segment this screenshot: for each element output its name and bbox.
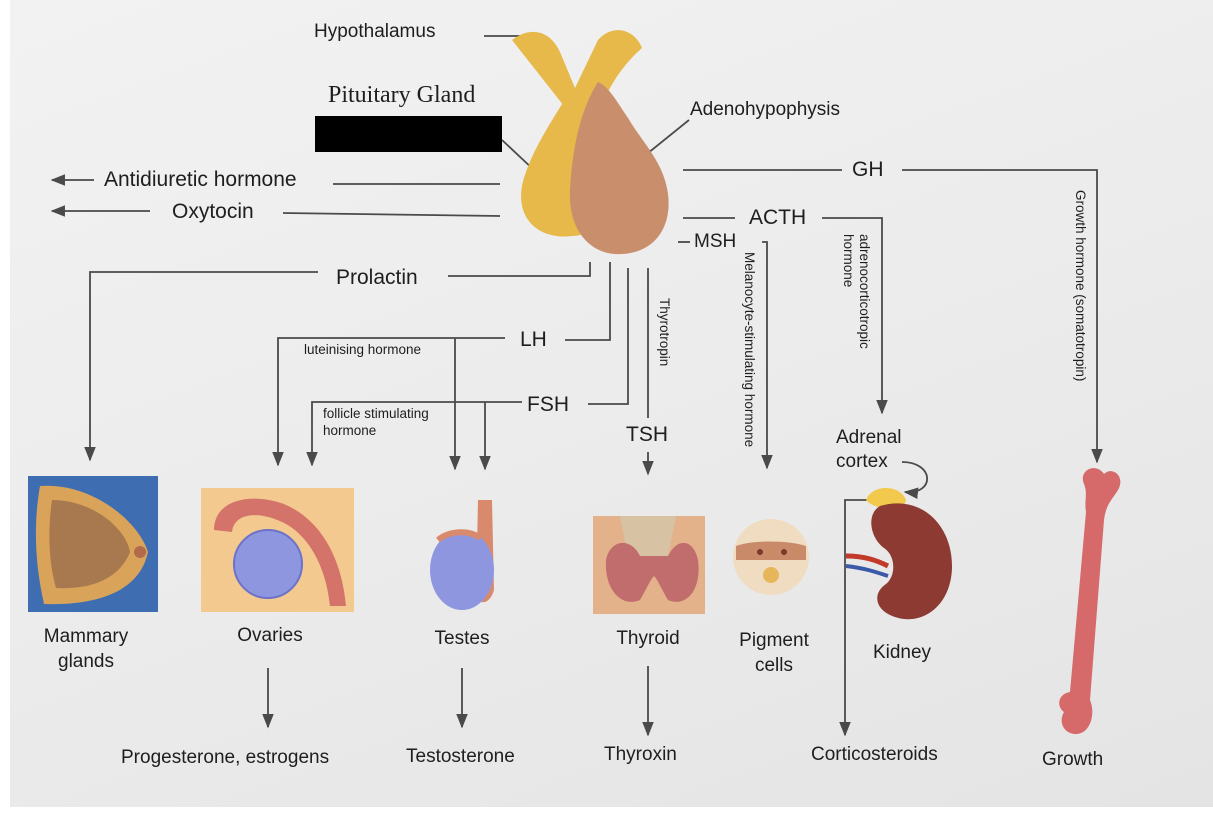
growth-output: Growth [1042, 749, 1104, 770]
testis-image [430, 500, 494, 610]
pigment-cells-label-line2: cells [754, 655, 793, 676]
adrenal-cortex-label-line1: Adrenal [836, 427, 902, 448]
corticosteroids-output: Corticosteroids [811, 744, 938, 765]
msh-line [761, 241, 773, 470]
thyrotropin-label: Thyrotropin [657, 298, 672, 367]
adenohypophysis-label: Adenohypophysis [690, 99, 840, 120]
msh-label: MSH [694, 231, 737, 252]
adrenal-curve [901, 461, 929, 500]
fsh-label: FSH [527, 393, 569, 416]
pigment-image [733, 519, 809, 595]
prolactin-line [448, 262, 591, 277]
adrenal-output-arrow [839, 499, 870, 737]
bone-image [1059, 468, 1121, 734]
mammary-image [28, 476, 158, 612]
gh-label: GH [852, 158, 884, 181]
adrenal-cortex-label-line2: cortex [836, 451, 888, 472]
luteinising-hormone-label: luteinising hormone [304, 342, 422, 357]
anterior-lobe [569, 82, 669, 255]
fsh-line [588, 268, 629, 405]
acth-label: ACTH [749, 206, 807, 229]
lh-branch [272, 337, 505, 467]
follicle-stimulating-label-line2: hormone [323, 423, 377, 438]
acth-full-label-line2: hormone [841, 234, 856, 288]
thyroid-image [593, 516, 705, 614]
oxytocin-line [282, 212, 501, 217]
growth-hormone-label: Growth hormone (somatotropin) [1073, 190, 1088, 382]
ovaries-label: Ovaries [237, 625, 303, 646]
gh-arrow [902, 169, 1103, 464]
hypothalamus-label: Hypothalamus [314, 21, 436, 42]
prolactin-label: Prolactin [336, 266, 418, 289]
ovary-image [201, 488, 354, 612]
kidney-image [845, 488, 952, 620]
pituitary-illustration [512, 30, 669, 255]
oxytocin-label: Oxytocin [172, 200, 254, 223]
fsh-branch [306, 401, 522, 467]
lh-label: LH [520, 328, 547, 351]
follicle-stimulating-label-line1: follicle stimulating [323, 406, 429, 421]
thyroxin-output: Thyroxin [604, 744, 677, 765]
testosterone-output: Testosterone [406, 746, 515, 767]
progesterone-estrogens-output: Progesterone, estrogens [121, 747, 330, 768]
mammary-glands-label-line2: glands [58, 651, 114, 672]
thyroid-label: Thyroid [616, 628, 680, 649]
prolactin-arrow [84, 271, 318, 462]
testes-label: Testes [434, 628, 490, 649]
mammary-glands-label-line1: Mammary [43, 626, 129, 647]
tsh-label: TSH [626, 423, 668, 446]
acth-full-label-line1: adrenocorticotropic [857, 234, 872, 349]
redacted-label [315, 116, 502, 152]
lh-line [565, 262, 611, 341]
antidiuretic-hormone-label: Antidiuretic hormone [104, 168, 297, 191]
hypothalamus-stalk [512, 30, 642, 121]
acth-arrow [822, 217, 888, 415]
pituitary-gland-label: Pituitary Gland [328, 82, 476, 108]
melanocyte-stimulating-label: Melanocyte-stimulating hormone [742, 252, 757, 448]
pigment-cells-label-line1: Pigment [739, 630, 809, 651]
kidney-label: Kidney [872, 642, 932, 663]
